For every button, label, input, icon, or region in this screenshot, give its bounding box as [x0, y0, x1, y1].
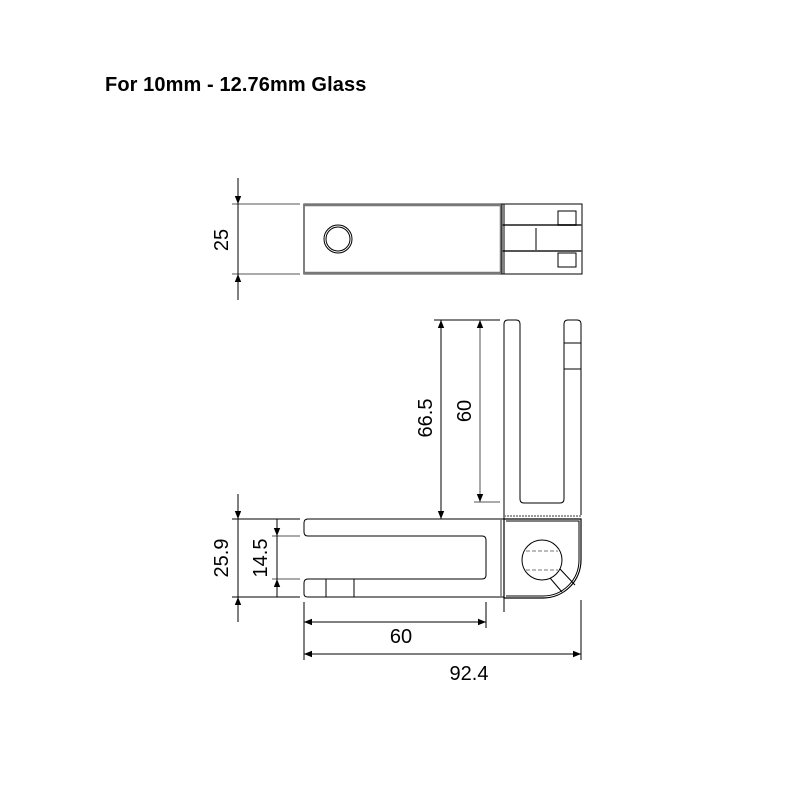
top-view	[232, 178, 583, 300]
dim-top-view-height: 25	[211, 229, 233, 251]
dim-slot-depth-horizontal: 60	[390, 626, 412, 648]
drawing-title: For 10mm - 12.76mm Glass	[105, 74, 367, 96]
dim-slot-width: 14.5	[250, 539, 272, 578]
dim-overall-width: 92.4	[450, 663, 489, 685]
dimension-lines	[232, 319, 582, 660]
front-view	[303, 319, 582, 612]
dim-slot-depth-vertical: 60	[454, 400, 476, 422]
dim-base-height: 25.9	[211, 539, 233, 578]
dim-overall-height: 66.5	[415, 399, 437, 438]
